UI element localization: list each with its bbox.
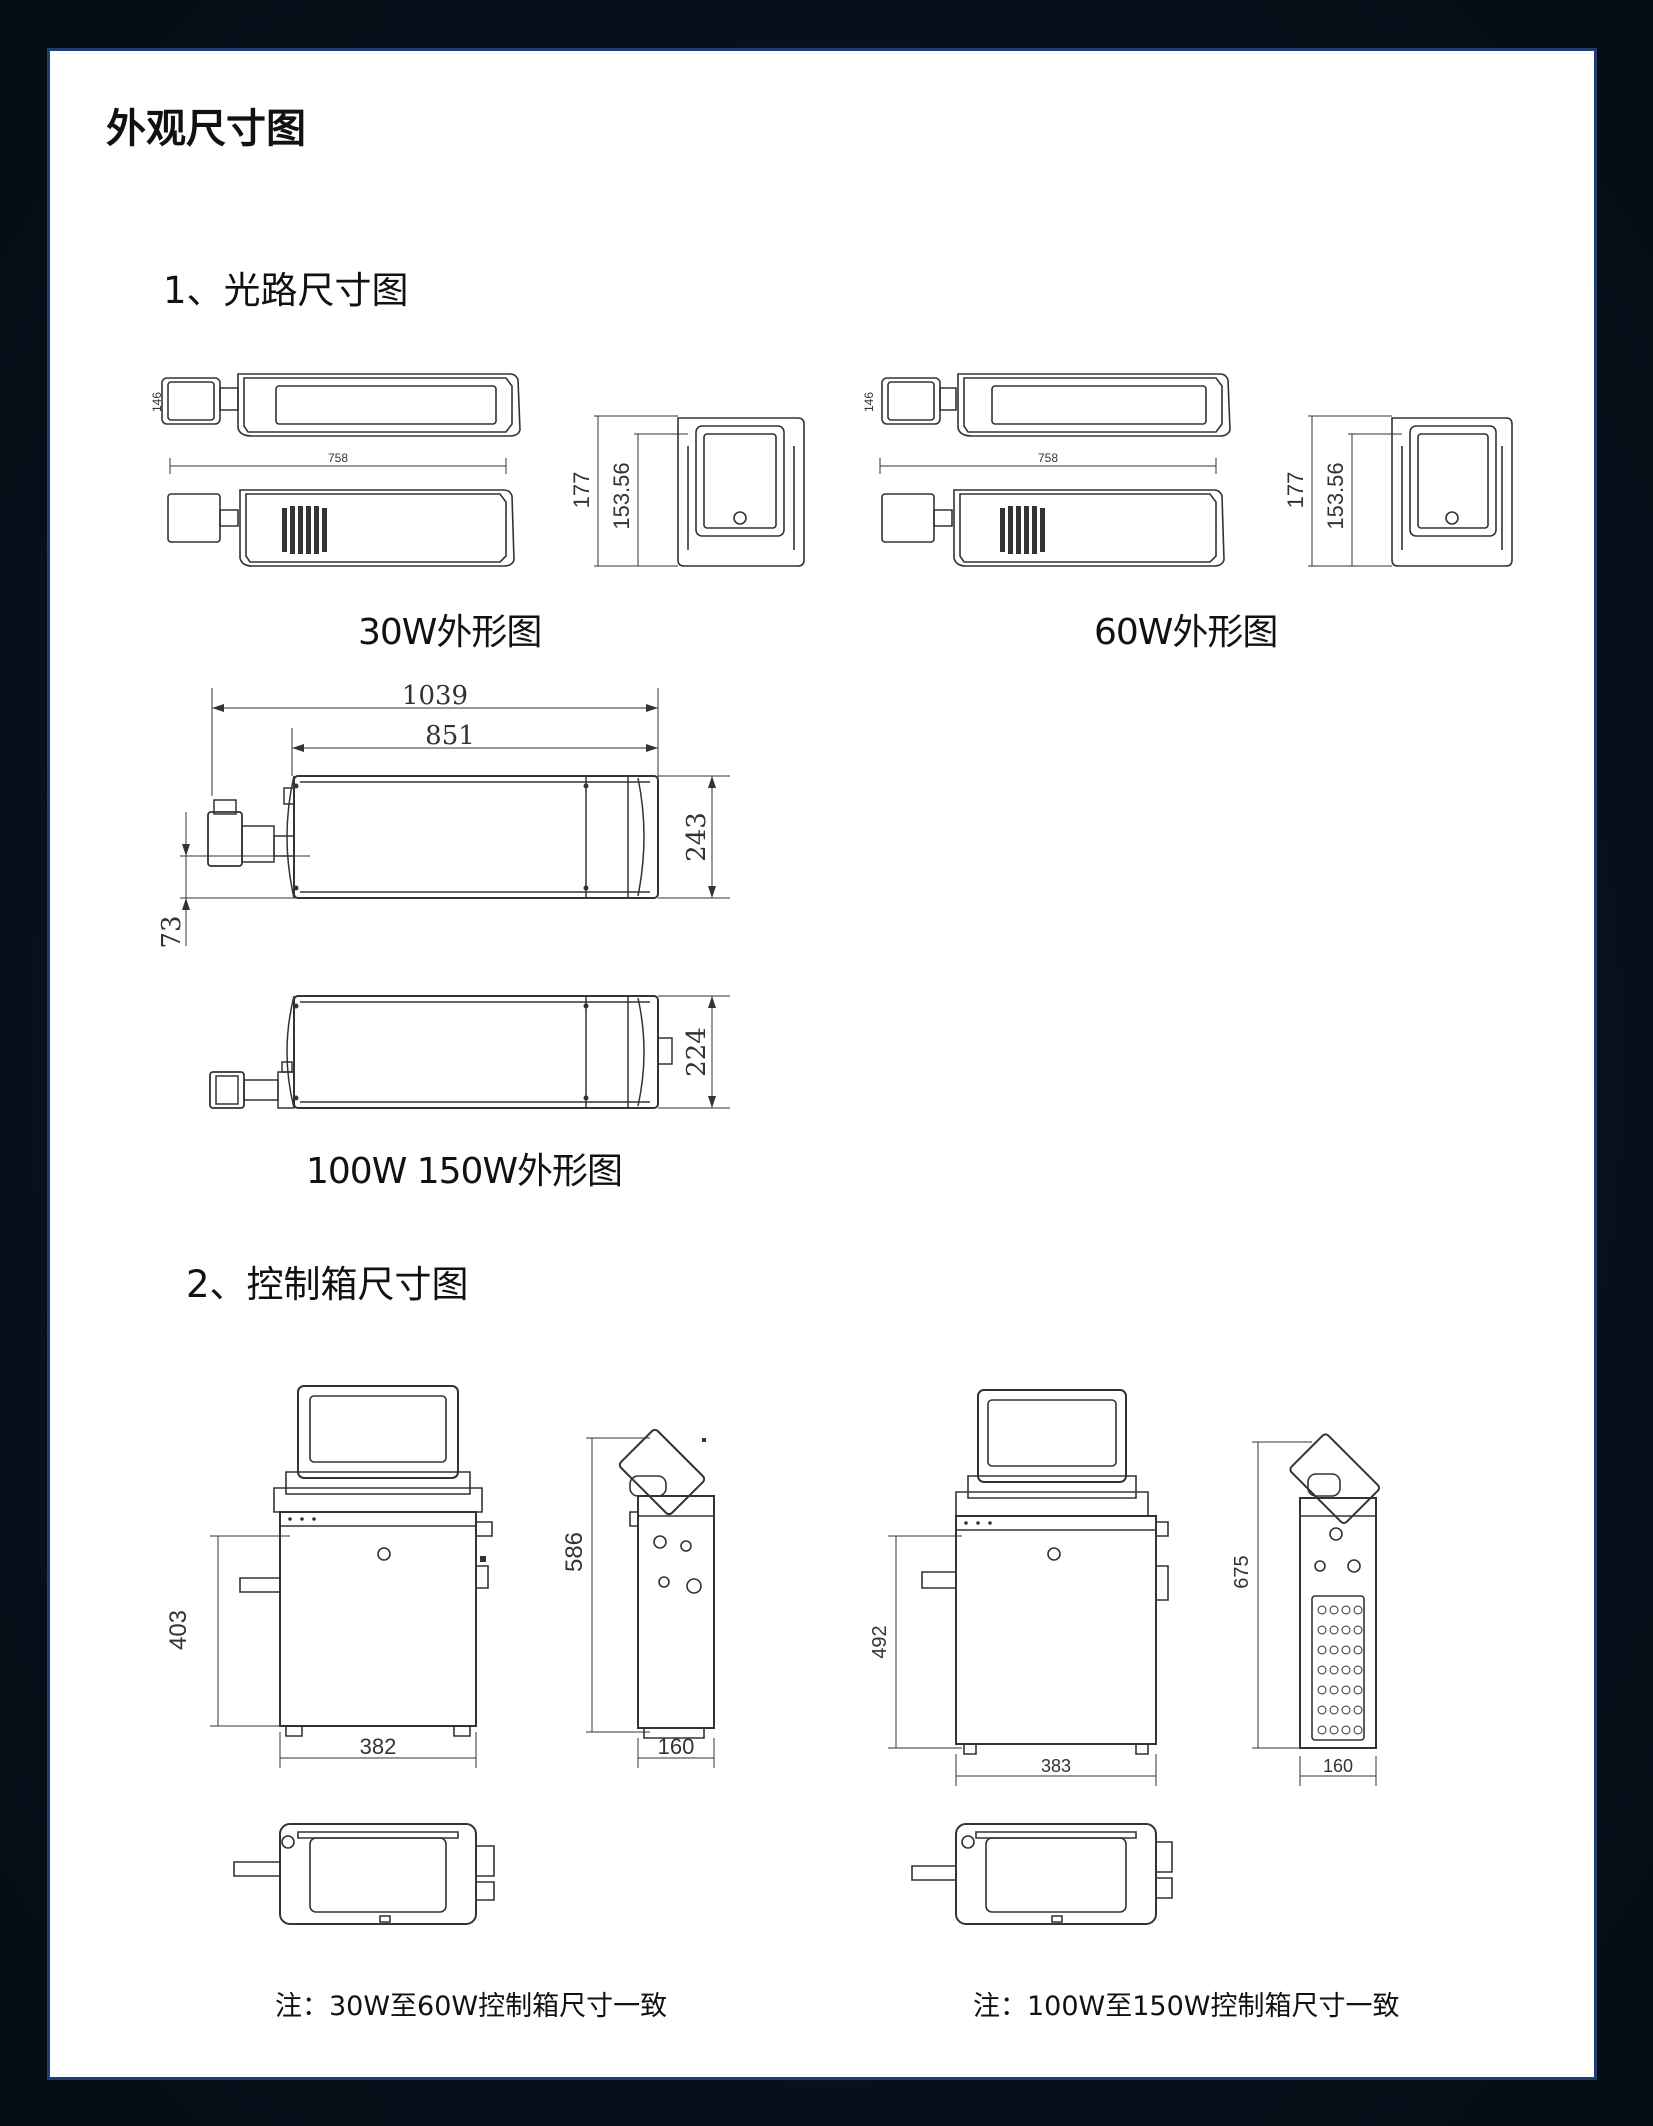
dim-60w-body-height: 153.56 <box>1323 462 1348 529</box>
dim-cb2-total-height: 675 <box>1231 1555 1253 1588</box>
dim-100w-total-length: 1039 <box>402 681 468 711</box>
caption-60w: 60W外形图 <box>1094 612 1278 653</box>
drawing-control-box-30-60w: 403 382 586 160 <box>165 1376 750 1936</box>
dim-100w-body-length: 851 <box>425 721 475 751</box>
dim-cb2-width: 383 <box>1041 1756 1071 1776</box>
section-optical-title: 1、光路尺寸图 <box>163 269 409 312</box>
drawing-control-box-100-150w: 492 383 675 160 <box>869 1376 1452 1936</box>
drawing-60w: 146 758 177 153.56 <box>862 360 1518 580</box>
dim-30w-height: 146 <box>150 392 164 412</box>
page-title: 外观尺寸图 <box>106 106 306 152</box>
drawing-100w-150w: 1039 851 243 73 224 <box>157 681 750 1116</box>
dim-60w-length: 758 <box>1038 451 1058 465</box>
caption-100w-150w: 100W 150W外形图 <box>306 1151 623 1192</box>
note-100w-150w: 注：100W至150W控制箱尺寸一致 <box>973 1991 1400 2022</box>
dim-60w-total-height: 177 <box>1283 472 1308 509</box>
dim-cb2-height: 492 <box>869 1625 891 1658</box>
dim-cb1-height: 403 <box>165 1610 192 1650</box>
dim-100w-offset: 73 <box>157 915 187 948</box>
section-control-title: 2、控制箱尺寸图 <box>186 1263 469 1306</box>
dim-cb1-depth: 160 <box>658 1734 695 1759</box>
dim-60w-height: 146 <box>862 392 876 412</box>
dim-30w-length: 758 <box>328 451 348 465</box>
caption-30w: 30W外形图 <box>358 612 542 653</box>
dim-30w-total-height: 177 <box>569 472 594 509</box>
note-30w-60w: 注：30W至60W控制箱尺寸一致 <box>275 1991 668 2022</box>
dim-30w-body-height: 153.56 <box>609 462 634 529</box>
dim-cb1-total-height: 586 <box>561 1532 588 1572</box>
dim-100w-bottom-height: 224 <box>682 1027 712 1077</box>
dim-cb2-depth: 160 <box>1323 1756 1353 1776</box>
drawing-30w: 146 758 177 153.56 <box>150 360 808 580</box>
dim-100w-top-height: 243 <box>682 812 712 862</box>
dim-cb1-width: 382 <box>360 1734 397 1759</box>
